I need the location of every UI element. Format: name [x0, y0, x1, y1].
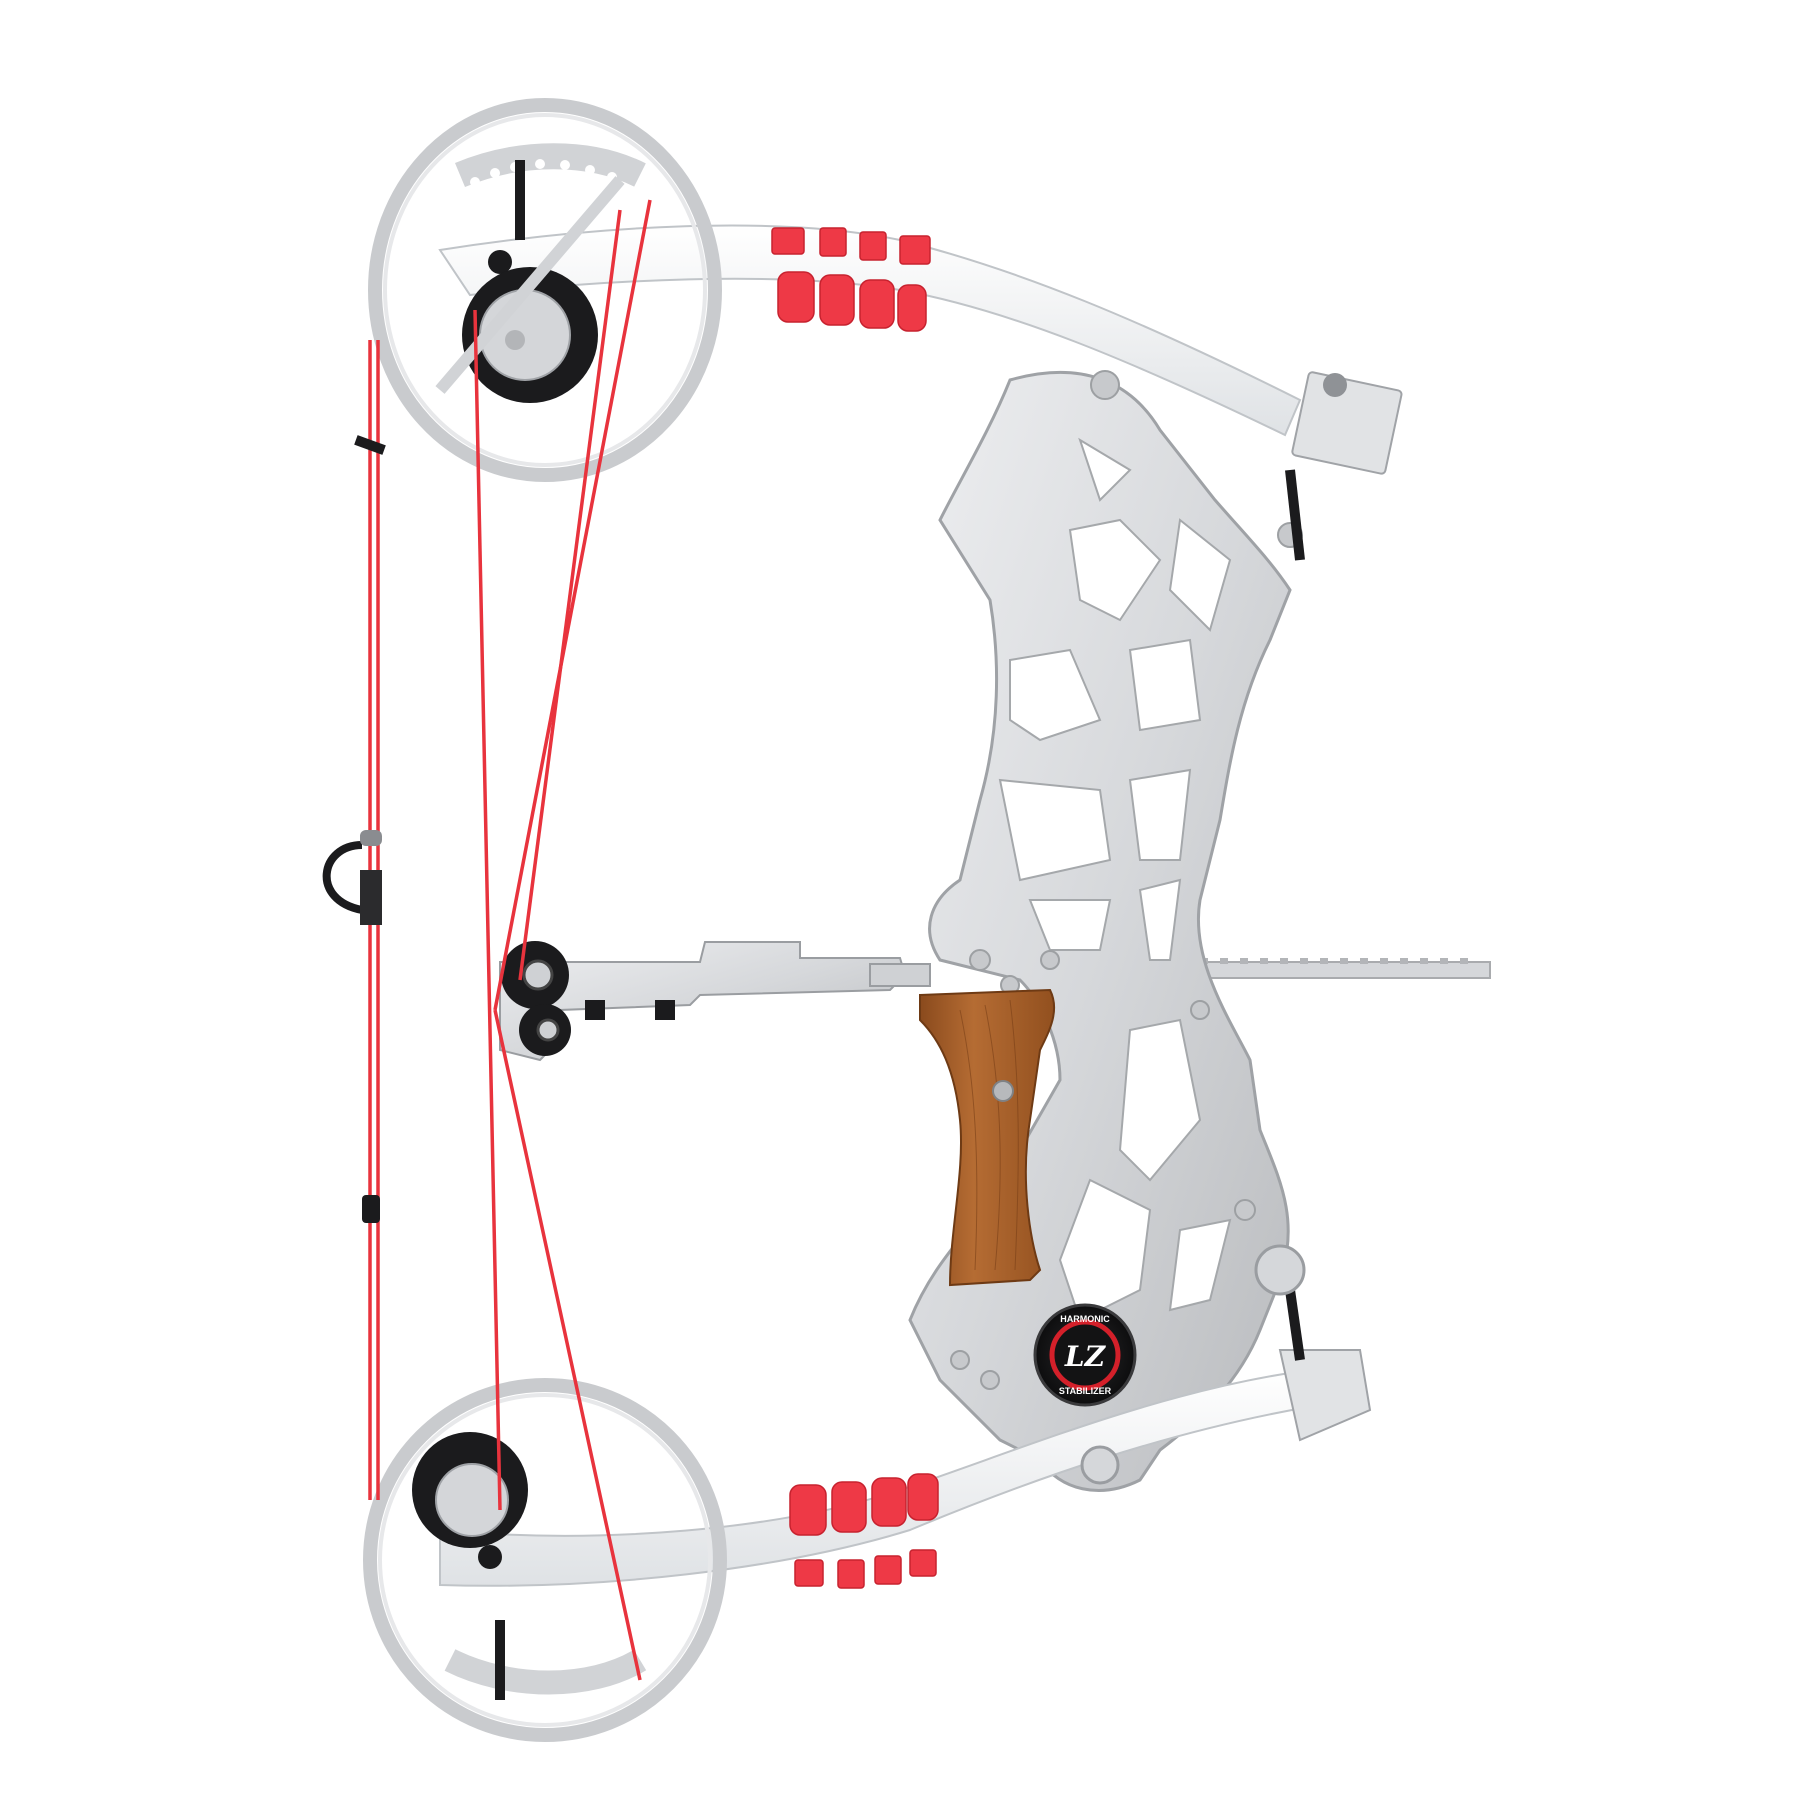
- upper-limb: [438, 224, 1403, 561]
- upper-cam: [368, 98, 722, 482]
- limb-bolt-thread: [1285, 469, 1305, 561]
- limb-pocket: [1291, 371, 1403, 475]
- harmonic-stabilizer-badge: LZ HARMONIC STABILIZER: [1033, 1303, 1137, 1407]
- badge-bottom-text: STABILIZER: [1059, 1386, 1112, 1396]
- lower-dampeners: [789, 1473, 939, 1589]
- cable-roller-lower: [519, 1004, 571, 1056]
- bowstring-and-cables: [368, 199, 652, 1681]
- string-silencer-lower: [362, 1195, 380, 1223]
- badge-logo: LZ: [1064, 1340, 1107, 1373]
- picatinny-rail: [1189, 958, 1491, 979]
- badge-top-text: HARMONIC: [1060, 1314, 1110, 1324]
- upper-dampeners: [771, 227, 931, 332]
- grip-screw-icon: [992, 1080, 1014, 1102]
- lower-limb-bolt-icon: [1254, 1244, 1306, 1296]
- cable-roller-upper: [501, 941, 569, 1009]
- cam-slot-arc: [455, 143, 646, 188]
- lower-axle-bolt-icon: [478, 1545, 502, 1569]
- cable-guard: [499, 941, 931, 1062]
- d-loop: [322, 830, 382, 925]
- limb-bolt-icon: [1323, 373, 1347, 397]
- string-silencer-upper: [354, 435, 386, 455]
- lower-limb-pocket: [1278, 1349, 1372, 1442]
- riser: [908, 370, 1303, 1492]
- wooden-grip: [919, 988, 1056, 1287]
- lower-limb: [439, 1244, 1372, 1587]
- axle-bolt-icon: [488, 250, 512, 274]
